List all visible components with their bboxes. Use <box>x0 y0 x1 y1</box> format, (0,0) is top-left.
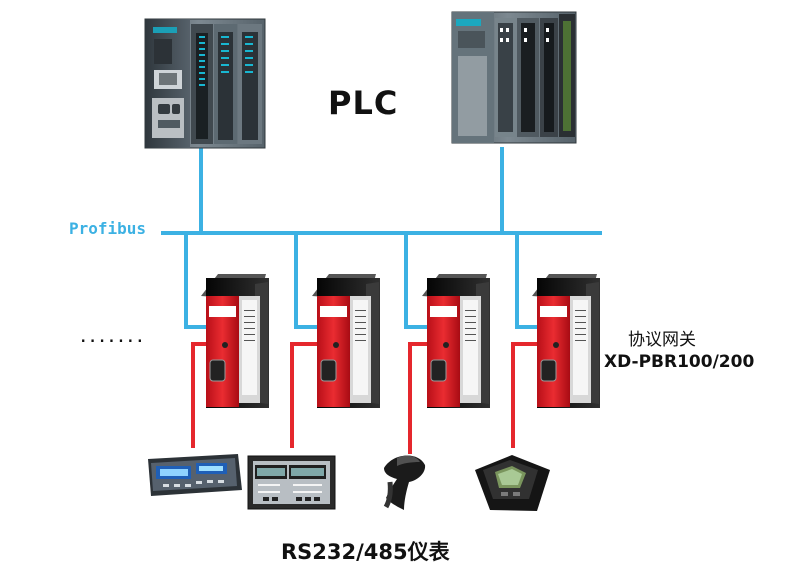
profibus-network <box>161 140 602 329</box>
more-gateways-ellipsis: ....... <box>79 330 146 346</box>
protocol-gateway-1 <box>201 274 269 408</box>
plc-label: PLC <box>328 84 399 122</box>
gateway-title: 协议网关 <box>628 330 696 350</box>
protocol-gateway-4 <box>532 274 600 408</box>
profibus-label: Profibus <box>69 219 147 238</box>
siemens-s7-400-plc-icon <box>451 11 577 144</box>
siemens-s7-300-plc-icon <box>144 18 266 149</box>
instrument-label: RS232/485仪表 <box>281 540 450 564</box>
gateway-model: XD-PBR100/200 <box>604 352 755 372</box>
multi-display-controller-icon <box>247 455 336 510</box>
protocol-gateway-3 <box>422 274 490 408</box>
protocol-gateway-2 <box>312 274 380 408</box>
barcode-scanner-icon <box>383 455 426 510</box>
lcd-controller-icon <box>475 455 550 511</box>
panel-meter-icon <box>148 454 242 496</box>
